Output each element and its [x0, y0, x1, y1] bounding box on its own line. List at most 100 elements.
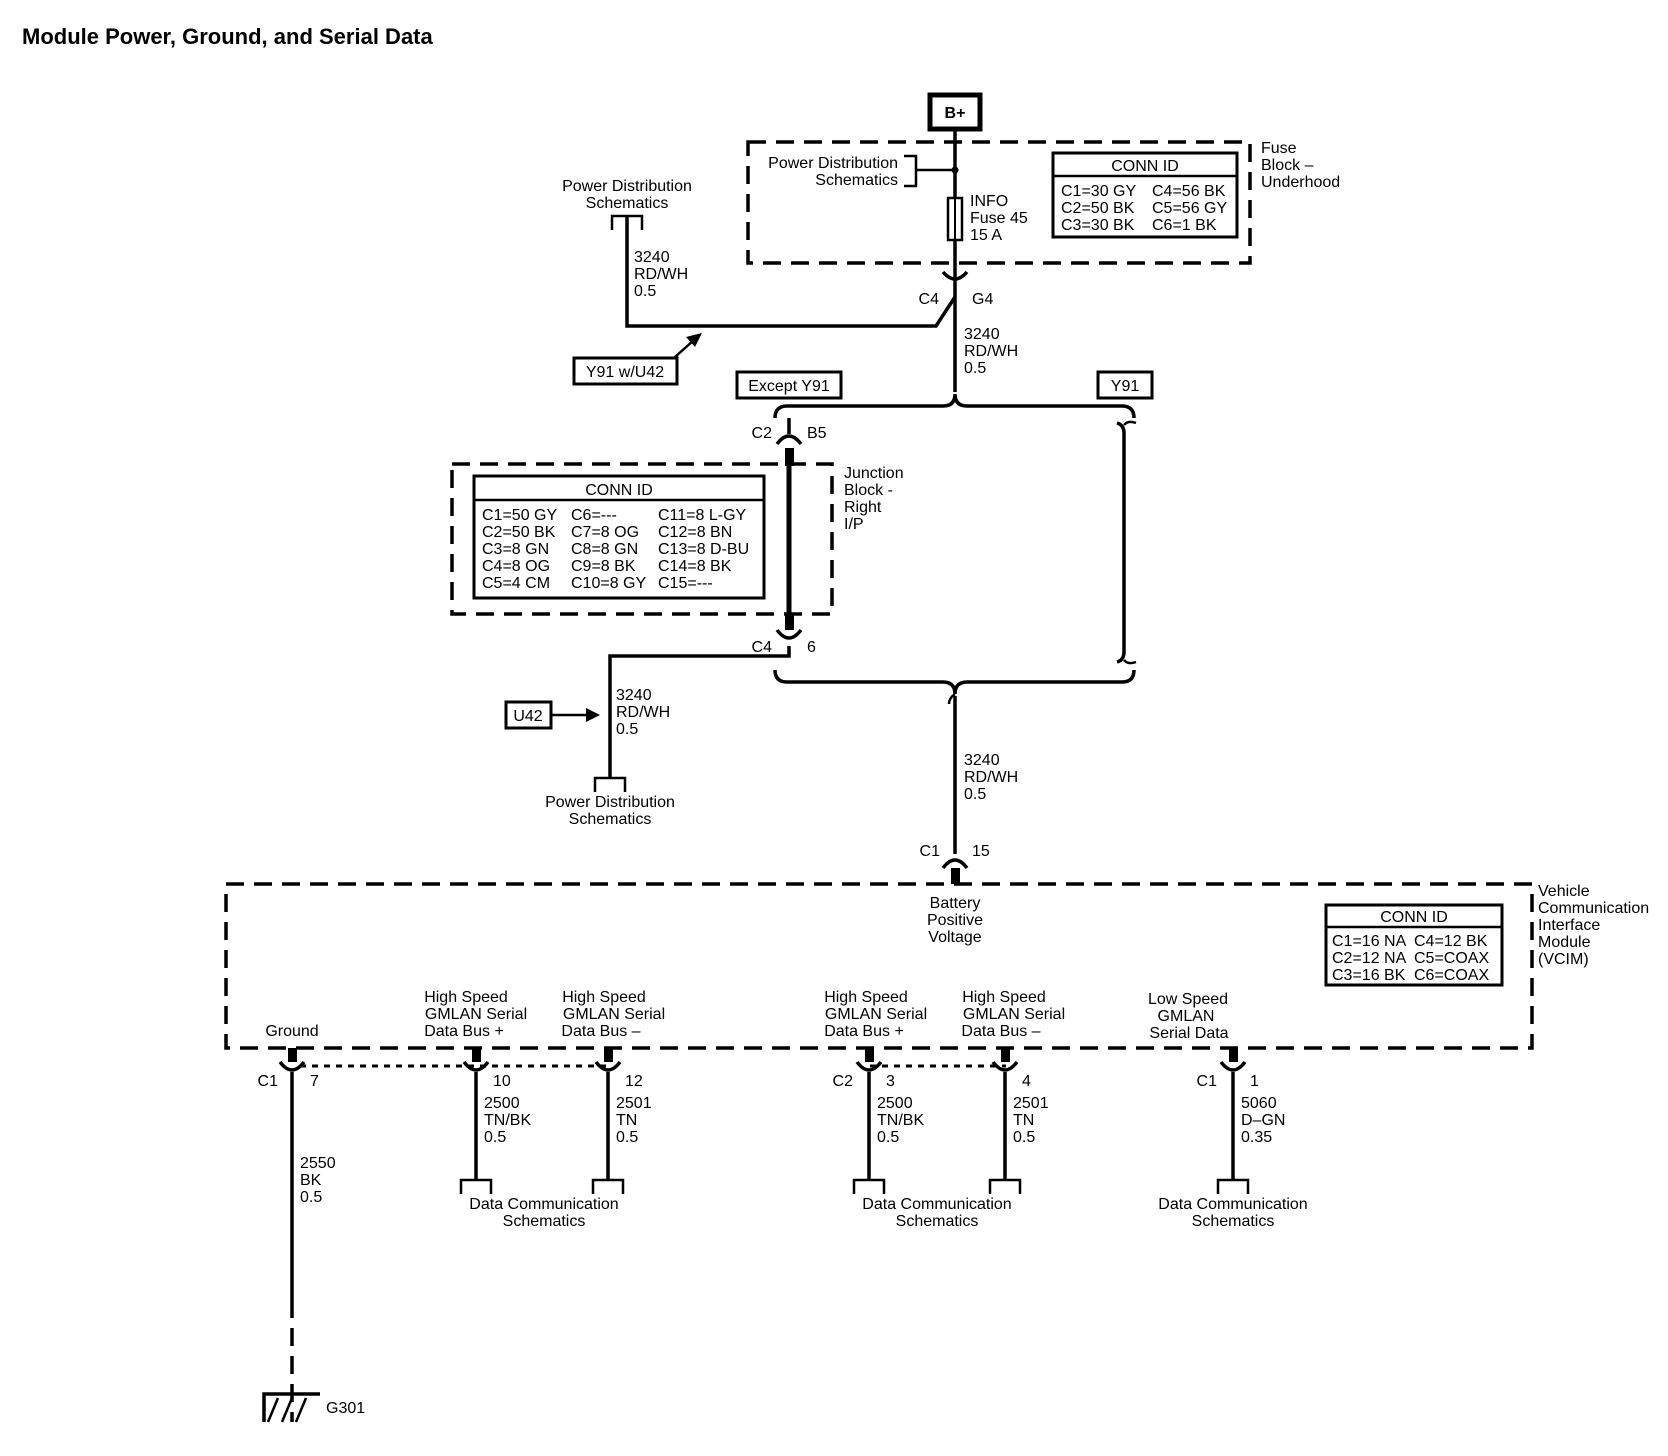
u42-wire-line1: 3240 [616, 687, 652, 704]
hs-gmlan-minus-1-wire-line2: TN [616, 1112, 637, 1129]
ground-pin-label: 7 [310, 1073, 319, 1090]
fuse-block-outline [746, 140, 1252, 265]
jb-conn-id-r4c2: C9=8 BK [571, 558, 636, 575]
hs-gmlan-plus-2-ref-bracket [852, 1178, 886, 1194]
option-y91-u42-arrow-shaft [674, 339, 695, 358]
hs-gmlan-minus-1-label-line3: Data Bus – [561, 1023, 640, 1040]
hs-gmlan-minus-2-label-line2: GMLAN Serial [963, 1006, 1065, 1023]
jb-conn-id-r2c3: C12=8 BN [658, 524, 732, 541]
fuse-label-line2: Fuse 45 [970, 210, 1028, 227]
left-pd-ref-line2: Schematics [586, 195, 669, 212]
hs-gmlan-minus-2-wire-line3: 0.5 [1013, 1129, 1035, 1146]
vcim-feed-wire-line3: 0.5 [964, 786, 986, 803]
data-comm-ref-1-line2: Schematics [503, 1213, 586, 1230]
vcim-feed-wire-line1: 3240 [964, 752, 1000, 769]
vcim-battery-line2: Positive [927, 912, 983, 929]
hs-gmlan-minus-1-wire-line1: 2501 [616, 1095, 652, 1112]
u42-wire-line3: 0.5 [616, 721, 638, 738]
jb-conn-id-r4c3: C14=8 BK [658, 558, 732, 575]
option-y91-u42-arrowhead [686, 333, 702, 347]
main-wire-line3: 0.5 [964, 360, 986, 377]
hs-gmlan-plus-1-terminal [472, 1048, 481, 1062]
fuse-block-label-line2: Block – [1261, 157, 1314, 174]
fuse-block-pd-ref-line1: Power Distribution [768, 155, 898, 172]
ls-gmlan-wire-line2: D–GN [1241, 1112, 1285, 1129]
vcim-feed-wire-line2: RD/WH [964, 769, 1018, 786]
hs-gmlan-minus-2-connector [991, 1060, 1019, 1072]
y91-bypass-top-curl [1123, 420, 1137, 426]
ls-gmlan-ref-bracket [1216, 1178, 1250, 1194]
fuse-block-conn-id-header: CONN ID [1111, 158, 1179, 175]
jb-conn-id-r2c2: C7=8 OG [571, 524, 639, 541]
ls-gmlan-label-line3: Serial Data [1149, 1025, 1228, 1042]
fuse-block-label-line3: Underhood [1261, 174, 1340, 191]
fuse-block-conn-id-r2c2: C5=56 GY [1152, 200, 1227, 217]
vcim-conn-id-r3c2: C6=COAX [1414, 967, 1489, 984]
hs-gmlan-plus-2-label-line1: High Speed [824, 989, 908, 1006]
data-comm-ref-2-line1: Data Communication [862, 1196, 1011, 1213]
vcim-battery-line3: Voltage [928, 929, 981, 946]
bottom-pd-ref-line1: Power Distribution [545, 794, 675, 811]
y91-u42-wire [625, 216, 957, 328]
fuse-block-pd-ref-bracket [904, 154, 918, 188]
hs-gmlan-plus-2-terminal [865, 1048, 874, 1062]
ground-connector-label: C1 [258, 1073, 279, 1090]
vcim-conn-id-r2c1: C2=12 NA [1332, 950, 1407, 967]
option-merge-bottom-bracket [773, 669, 1136, 695]
ground-wire-line1: 2550 [300, 1155, 336, 1172]
ground-connector [278, 1060, 306, 1072]
hs-gmlan-minus-1-label-line2: GMLAN Serial [563, 1006, 665, 1023]
vcim-label-line1: Vehicle [1538, 883, 1590, 900]
jb-conn-id-r3c2: C8=8 GN [571, 541, 638, 558]
u42-wire-line2: RD/WH [616, 704, 670, 721]
fuse-block-pin-label: G4 [972, 291, 993, 308]
junction-block-label-line3: Right [844, 499, 882, 516]
junction-block-label-line4: I/P [844, 516, 864, 533]
hs-gmlan-plus-2-wire-line2: TN/BK [877, 1112, 924, 1129]
hs-gmlan-plus-2-connector-label: C2 [833, 1073, 854, 1090]
vcim-module-outline [224, 882, 1534, 1050]
ground-symbol-frame [262, 1392, 320, 1422]
fuse-block-c4-connector [941, 270, 969, 281]
jb-conn-id-r3c3: C13=8 D-BU [658, 541, 749, 558]
ls-gmlan-connector-label: C1 [1197, 1073, 1218, 1090]
vcim-label-line5: (VCIM) [1538, 951, 1589, 968]
ground-circuit-label: Ground [265, 1023, 318, 1040]
jb-top-terminal [785, 448, 794, 466]
hs-gmlan-plus-2-connector [855, 1060, 883, 1072]
vcim-label-line4: Module [1538, 934, 1591, 951]
left-wire-line2: RD/WH [634, 266, 688, 283]
hs-gmlan-plus-1-connector [462, 1060, 490, 1072]
hs-gmlan-minus-1-terminal [604, 1048, 613, 1062]
jb-c2-connector [775, 434, 803, 446]
fuse-block-conn-id-r1c2: C4=56 BK [1152, 183, 1226, 200]
vcim-input-pin-label: 15 [972, 843, 990, 860]
ls-gmlan-wire-line1: 5060 [1241, 1095, 1277, 1112]
fuse-label-line1: INFO [970, 193, 1008, 210]
data-comm-ref-2-line2: Schematics [896, 1213, 979, 1230]
main-wire-line1: 3240 [964, 326, 1000, 343]
data-comm-ref-1-line1: Data Communication [469, 1196, 618, 1213]
jb-conn-id-r1c2: C6=--- [571, 507, 617, 524]
hs-gmlan-minus-2-ref-bracket [988, 1178, 1022, 1194]
hs-gmlan-plus-1-ref-bracket [459, 1178, 493, 1194]
hs-gmlan-minus-1-pin-label: 12 [625, 1073, 643, 1090]
jb-bottom-terminal [785, 614, 794, 630]
vcim-conn-id-r2c2: C5=COAX [1414, 950, 1489, 967]
hs-gmlan-minus-2-label-line1: High Speed [962, 989, 1046, 1006]
jb-bottom-pin-label: 6 [807, 639, 816, 656]
fuse-block-conn-id-table [1051, 151, 1239, 239]
fuse-block-conn-id-r3c1: C3=30 BK [1061, 217, 1135, 234]
vcim-label-line2: Communication [1538, 900, 1649, 917]
jb-conn-id-table [472, 474, 766, 600]
fuse-block-connector-label: C4 [919, 291, 940, 308]
jb-conn-id-header: CONN ID [585, 482, 653, 499]
vcim-conn-id-r1c2: C4=12 BK [1414, 933, 1488, 950]
ls-gmlan-connector [1219, 1060, 1247, 1072]
diagram-title: Module Power, Ground, and Serial Data [22, 24, 434, 49]
vcim-battery-line1: Battery [930, 895, 981, 912]
left-wire-line1: 3240 [634, 249, 670, 266]
jb-conn-id-r4c1: C4=8 OG [482, 558, 550, 575]
junction-block-label-line2: Block - [844, 482, 893, 499]
option-u42-box [504, 700, 553, 730]
